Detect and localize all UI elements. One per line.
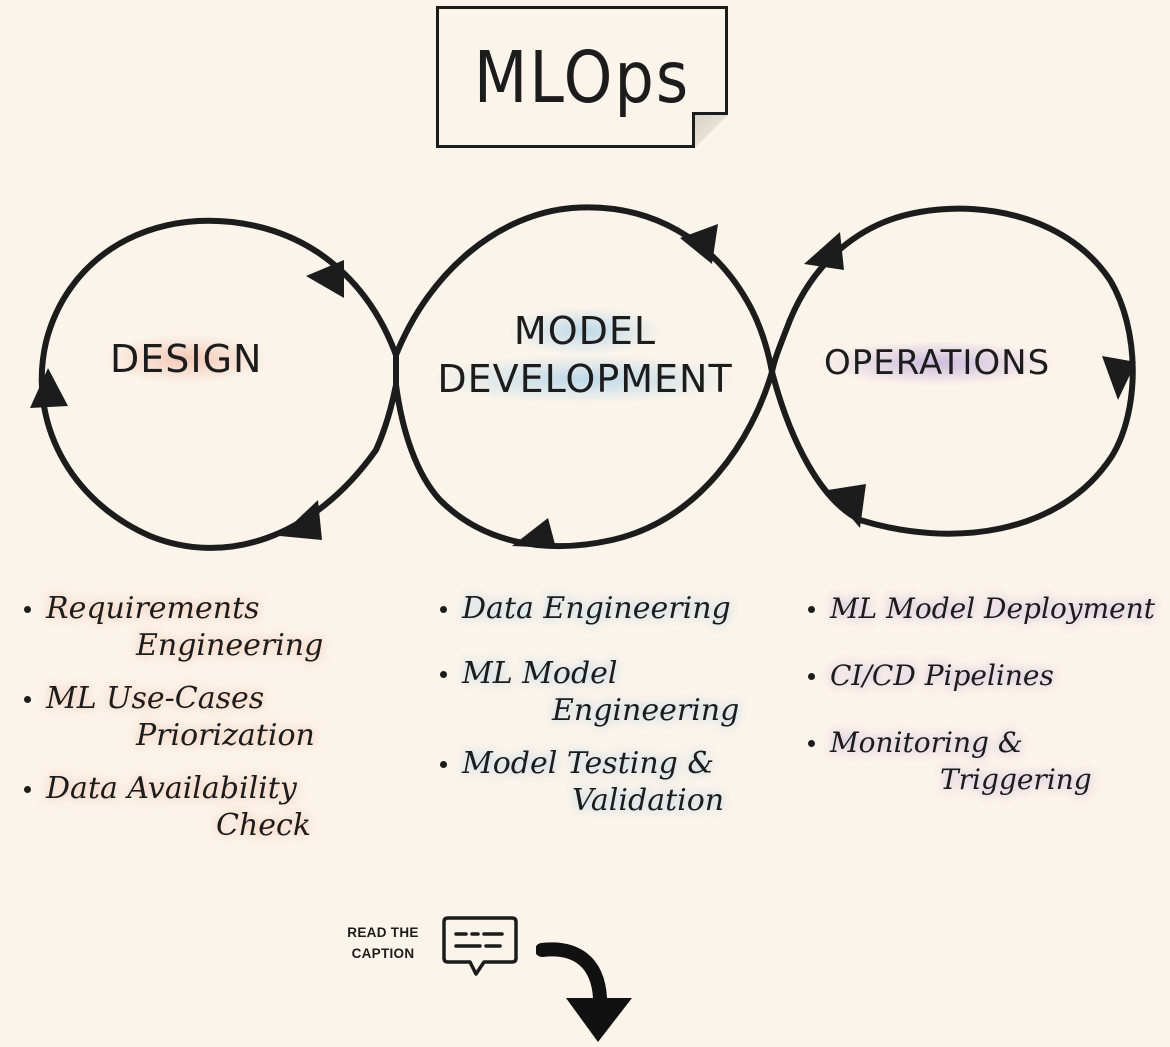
list-item: ML Model Engineering — [440, 655, 770, 729]
list-item-line1: ML Model — [462, 656, 618, 691]
phase-operations-label: OPERATIONS — [818, 341, 1057, 385]
phase-design: DESIGN — [104, 335, 269, 384]
list-item-line1: ML Use-Cases — [46, 681, 265, 716]
list-item: ML Use-Cases Priorization — [24, 680, 344, 754]
phase-model-development: MODEL DEVELOPMENT — [430, 307, 740, 403]
list-item-line2: Priorization — [136, 718, 315, 753]
arrow-head — [680, 224, 718, 264]
list-item-line1: ML Model Deployment — [830, 592, 1156, 625]
phase-operations: OPERATIONS — [818, 341, 1057, 385]
list-item: Data Availability Check — [24, 770, 344, 844]
operations-list: ML Model Deployment CI/CD Pipelines Moni… — [808, 590, 1168, 814]
list-item-line1: CI/CD Pipelines — [830, 659, 1054, 692]
arrow-head — [512, 518, 556, 548]
list-item: Model Testing & Validation — [440, 745, 770, 819]
list-item-line2: Engineering — [552, 693, 740, 728]
list-item: Monitoring & Triggering — [808, 724, 1168, 798]
list-item-line2: Engineering — [136, 628, 324, 663]
caption-line2: CAPTION — [351, 946, 415, 961]
phase-model-line1: MODEL — [507, 307, 663, 355]
list-item-line2: Triggering — [940, 763, 1092, 796]
arrow-head — [30, 368, 68, 408]
list-item: Requirements Engineering — [24, 590, 344, 664]
design-list: Requirements Engineering ML Use-Cases Pr… — [24, 590, 344, 860]
list-item-line2: Validation — [572, 783, 725, 818]
phase-model-line2: DEVELOPMENT — [431, 354, 739, 403]
list-item-line1: Data Engineering — [462, 591, 731, 626]
model-loop — [393, 204, 1136, 550]
page-fold-icon — [692, 112, 728, 148]
list-item: Data Engineering — [440, 590, 770, 627]
page-title: MLOps — [473, 35, 691, 119]
curved-arrow-down-icon — [536, 942, 632, 1042]
list-item-line1: Requirements — [46, 591, 260, 626]
model-development-list: Data Engineering ML Model Engineering Mo… — [440, 590, 770, 835]
chat-bubble-icon — [442, 916, 518, 976]
list-item: CI/CD Pipelines — [808, 657, 1168, 694]
list-item-line1: Model Testing & — [462, 746, 715, 781]
list-item: ML Model Deployment — [808, 590, 1168, 627]
arrow-head — [828, 484, 866, 528]
arrow-head — [306, 260, 344, 298]
list-item-line1: Data Availability — [46, 771, 297, 806]
list-item-line2: Check — [216, 808, 312, 843]
arrow-head — [280, 500, 322, 540]
read-caption-label: READ THE CAPTION — [330, 922, 436, 964]
arrow-head — [1102, 356, 1136, 400]
list-item-line1: Monitoring & — [830, 726, 1023, 759]
title-card: MLOps — [436, 6, 728, 148]
arrow-head — [804, 232, 844, 270]
phase-design-label: DESIGN — [104, 335, 269, 383]
design-loop — [38, 217, 399, 551]
caption-line1: READ THE — [347, 925, 419, 940]
